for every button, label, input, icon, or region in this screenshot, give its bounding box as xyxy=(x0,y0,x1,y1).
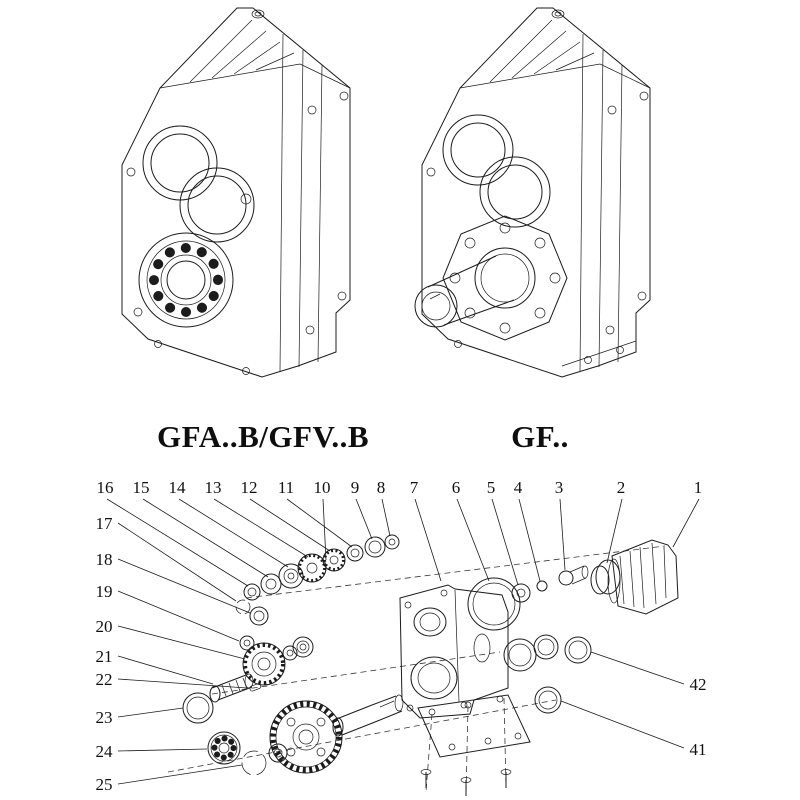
part-callout-9: 9 xyxy=(351,478,360,497)
model-label-right: GF.. xyxy=(511,419,569,454)
housing xyxy=(399,584,509,719)
callouts-left: 17 18 19 20 21 22 23 24 25 xyxy=(96,514,114,794)
output-shaft-parts xyxy=(182,692,404,776)
part-callout-23: 23 xyxy=(96,708,113,727)
output-shaft xyxy=(414,255,515,328)
part-callout-11: 11 xyxy=(278,478,294,497)
gearbox-drawing-left xyxy=(121,7,351,378)
part-callout-19: 19 xyxy=(96,582,113,601)
intermediate-shaft-parts xyxy=(209,636,314,703)
callouts-right: 42 41 xyxy=(690,675,707,759)
model-label-left: GFA..B/GFV..B xyxy=(157,419,369,454)
part-callout-22: 22 xyxy=(96,670,113,689)
gasket-and-bolts xyxy=(417,694,531,796)
part-callout-10: 10 xyxy=(314,478,331,497)
cooling-fins-right xyxy=(489,19,595,83)
output-bearing-left xyxy=(138,232,234,328)
part-callout-2: 2 xyxy=(617,478,626,497)
leader-lines xyxy=(106,498,700,785)
part-callout-18: 18 xyxy=(96,550,113,569)
input-shaft-parts xyxy=(235,534,400,651)
part-callout-16: 16 xyxy=(97,478,114,497)
part-callout-4: 4 xyxy=(514,478,523,497)
part-callout-14: 14 xyxy=(169,478,187,497)
part-callout-41: 41 xyxy=(690,740,707,759)
gear-bores-left xyxy=(142,125,255,243)
cover-and-ring-parts xyxy=(467,565,592,714)
part-callout-7: 7 xyxy=(410,478,419,497)
part-callout-21: 21 xyxy=(96,647,113,666)
part-callout-12: 12 xyxy=(241,478,258,497)
exploded-view: 16 15 14 13 12 11 10 9 8 7 6 5 4 3 2 1 1… xyxy=(96,478,707,797)
part-callout-15: 15 xyxy=(133,478,150,497)
part-callout-3: 3 xyxy=(555,478,564,497)
part-callout-17: 17 xyxy=(96,514,114,533)
part-callout-8: 8 xyxy=(377,478,386,497)
part-callout-20: 20 xyxy=(96,617,113,636)
assembly-axis-lines xyxy=(167,545,666,797)
part-callout-24: 24 xyxy=(96,742,114,761)
callouts-top: 16 15 14 13 12 11 10 9 8 7 6 5 4 3 2 1 xyxy=(97,478,703,497)
gear-bores-right xyxy=(442,114,551,228)
output-flange xyxy=(442,215,568,341)
part-callout-25: 25 xyxy=(96,775,113,794)
part-callout-42: 42 xyxy=(690,675,707,694)
cooling-fins-left xyxy=(189,19,295,83)
part-callout-5: 5 xyxy=(487,478,496,497)
gearbox-drawing-right xyxy=(414,7,651,378)
part-callout-1: 1 xyxy=(694,478,703,497)
part-callout-13: 13 xyxy=(205,478,222,497)
part-callout-6: 6 xyxy=(452,478,461,497)
motor-unit xyxy=(590,539,679,615)
